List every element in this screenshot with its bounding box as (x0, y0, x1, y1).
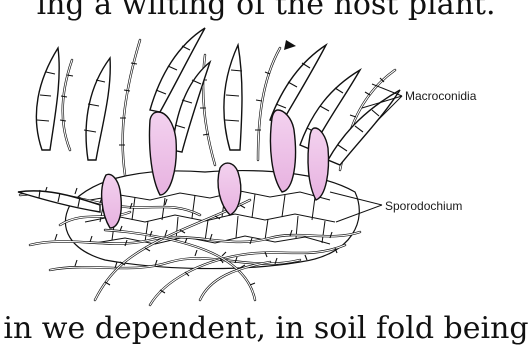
bottom-text-fragment: in we dependent, in soil fold being (0, 312, 532, 346)
macroconidia-label: Macroconidia (405, 89, 477, 103)
hyphal-tip-marker (284, 40, 296, 50)
fusarium-sporodochium-illustration: Macroconidia Sporodochium (0, 0, 532, 328)
sporodochium-label: Sporodochium (385, 199, 462, 213)
